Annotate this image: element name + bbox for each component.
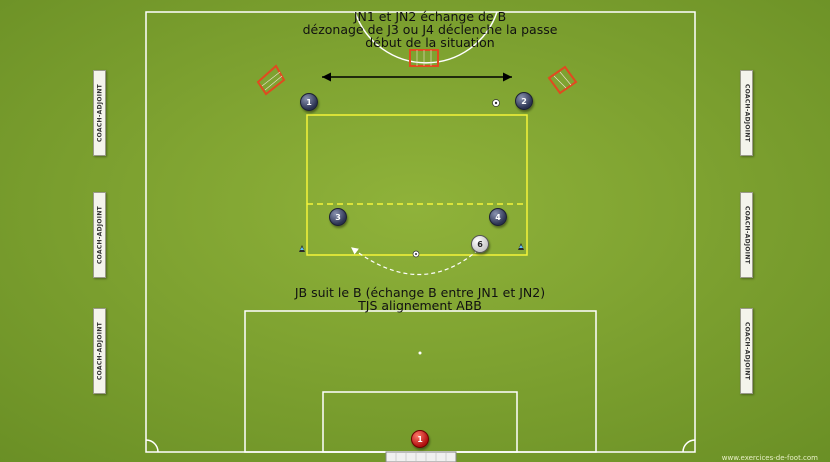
small-goal-left (256, 64, 286, 96)
watermark: www.exercices-de-foot.com (721, 454, 818, 462)
corner-arc-right (682, 439, 696, 453)
banner-label: COACH-ADJOINT (96, 205, 103, 265)
top-annotation: JN1 et JN2 échange de B dézonage de J3 o… (250, 10, 610, 49)
bottom-annotation: JB suit le B (échange B entre JN1 et JN2… (240, 286, 600, 312)
ball-top (492, 99, 500, 107)
coach-adjoint-banner: COACH-ADJOINT (93, 192, 106, 278)
banner-label: COACH-ADJOINT (96, 83, 103, 143)
banner-label: COACH-ADJOINT (743, 205, 750, 265)
bottom-line-1: JB suit le B (échange B entre JN1 et JN2… (294, 285, 546, 300)
bottom-goal-net (395, 452, 447, 462)
coach-adjoint-banner: COACH-ADJOINT (740, 70, 753, 156)
dashed-run-arrow (351, 247, 479, 276)
player-blue-4[interactable]: 4 (489, 208, 507, 226)
banner-label: COACH-ADJOINT (743, 321, 750, 381)
ball-bottom (412, 250, 420, 258)
coach-adjoint-banner: COACH-ADJOINT (740, 308, 753, 394)
banner-label: COACH-ADJOINT (96, 321, 103, 381)
top-line-1: JN1 et JN2 échange de B (353, 9, 507, 24)
player-blue-2[interactable]: 2 (515, 92, 533, 110)
cone-right (518, 243, 524, 250)
center-circle-arc (354, 11, 498, 64)
corner-arc-left (145, 439, 159, 453)
coach-adjoint-banner: COACH-ADJOINT (93, 70, 106, 156)
banner-label: COACH-ADJOINT (743, 83, 750, 143)
cone-left (299, 245, 305, 252)
bottom-line-2: TJS alignement ABB (358, 298, 482, 313)
bottom-goal (385, 451, 457, 462)
player-goalkeeper-1[interactable]: 1 (411, 430, 429, 448)
player-blue-3[interactable]: 3 (329, 208, 347, 226)
player-white-6[interactable]: 6 (471, 235, 489, 253)
coach-adjoint-banner: COACH-ADJOINT (93, 308, 106, 394)
small-goal-right (547, 65, 578, 95)
small-goal-center (409, 49, 439, 67)
top-line-2: dézonage de J3 ou J4 déclenche la passe (302, 22, 558, 37)
player-blue-1[interactable]: 1 (300, 93, 318, 111)
top-line-3: début de la situation (365, 35, 495, 50)
penalty-spot (418, 351, 422, 355)
coach-adjoint-banner: COACH-ADJOINT (740, 192, 753, 278)
